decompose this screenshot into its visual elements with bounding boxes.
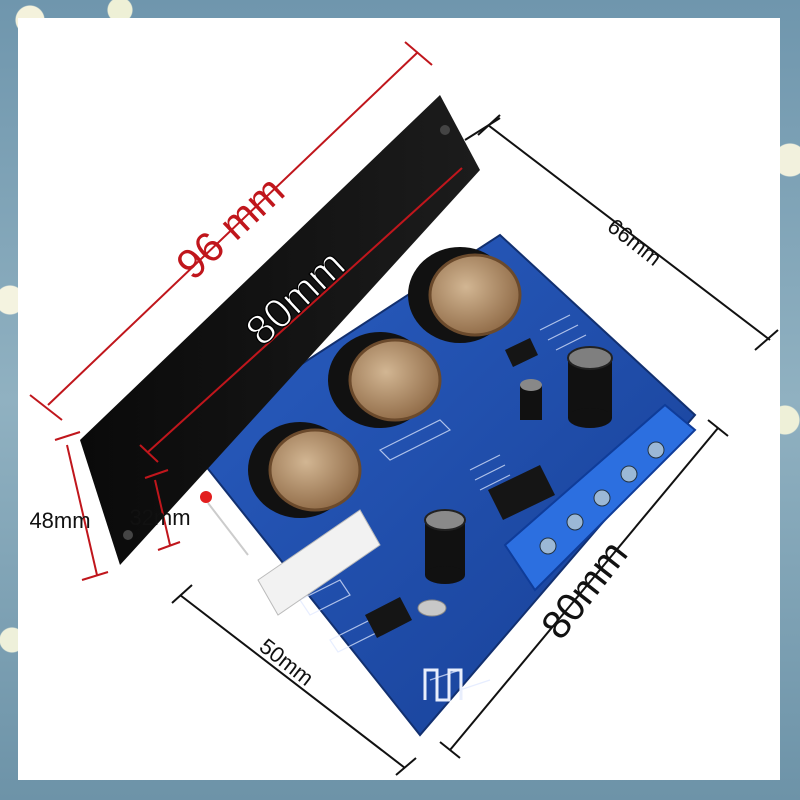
panel-mount-hole-bottom <box>123 530 133 540</box>
dimension-50mm <box>171 584 417 776</box>
small-chip <box>505 338 538 367</box>
terminal-block <box>503 403 697 592</box>
panel-mount-hole-top <box>440 125 450 135</box>
amplifier-chip <box>488 465 555 520</box>
label-66mm: 66mm <box>603 213 667 270</box>
capacitor-small <box>520 379 542 420</box>
bluetooth-antenna <box>423 668 463 702</box>
label-50mm: 50mm <box>255 633 319 690</box>
dimension-96mm <box>29 41 433 421</box>
capacitor-left <box>424 509 466 584</box>
dimension-80mm-board <box>439 419 729 759</box>
potentiometer-2 <box>328 332 442 428</box>
potentiometer-3 <box>408 247 522 343</box>
potentiometer-1 <box>248 422 362 518</box>
black-front-panel <box>80 95 480 565</box>
amplifier-board-photo: 96 mm 80mm 66mm 48mm 32mm 50mm 80mm <box>29 41 779 776</box>
product-photo-panel: 96 mm 80mm 66mm 48mm 32mm 50mm 80mm <box>18 18 780 780</box>
dimension-66mm <box>464 114 779 351</box>
dsp-chip <box>365 597 412 638</box>
red-led <box>200 491 212 503</box>
label-48mm: 48mm <box>29 508 90 533</box>
dimension-48mm <box>54 431 109 581</box>
led-leads <box>207 502 249 556</box>
pcb-silkscreen <box>299 314 587 691</box>
white-connector <box>257 509 381 616</box>
label-32mm: 32mm <box>129 505 190 530</box>
dimension-80mm-panel <box>139 167 463 463</box>
dimension-32mm <box>144 469 181 551</box>
crystal-oscillator <box>417 599 447 617</box>
capacitor-large <box>567 346 613 428</box>
